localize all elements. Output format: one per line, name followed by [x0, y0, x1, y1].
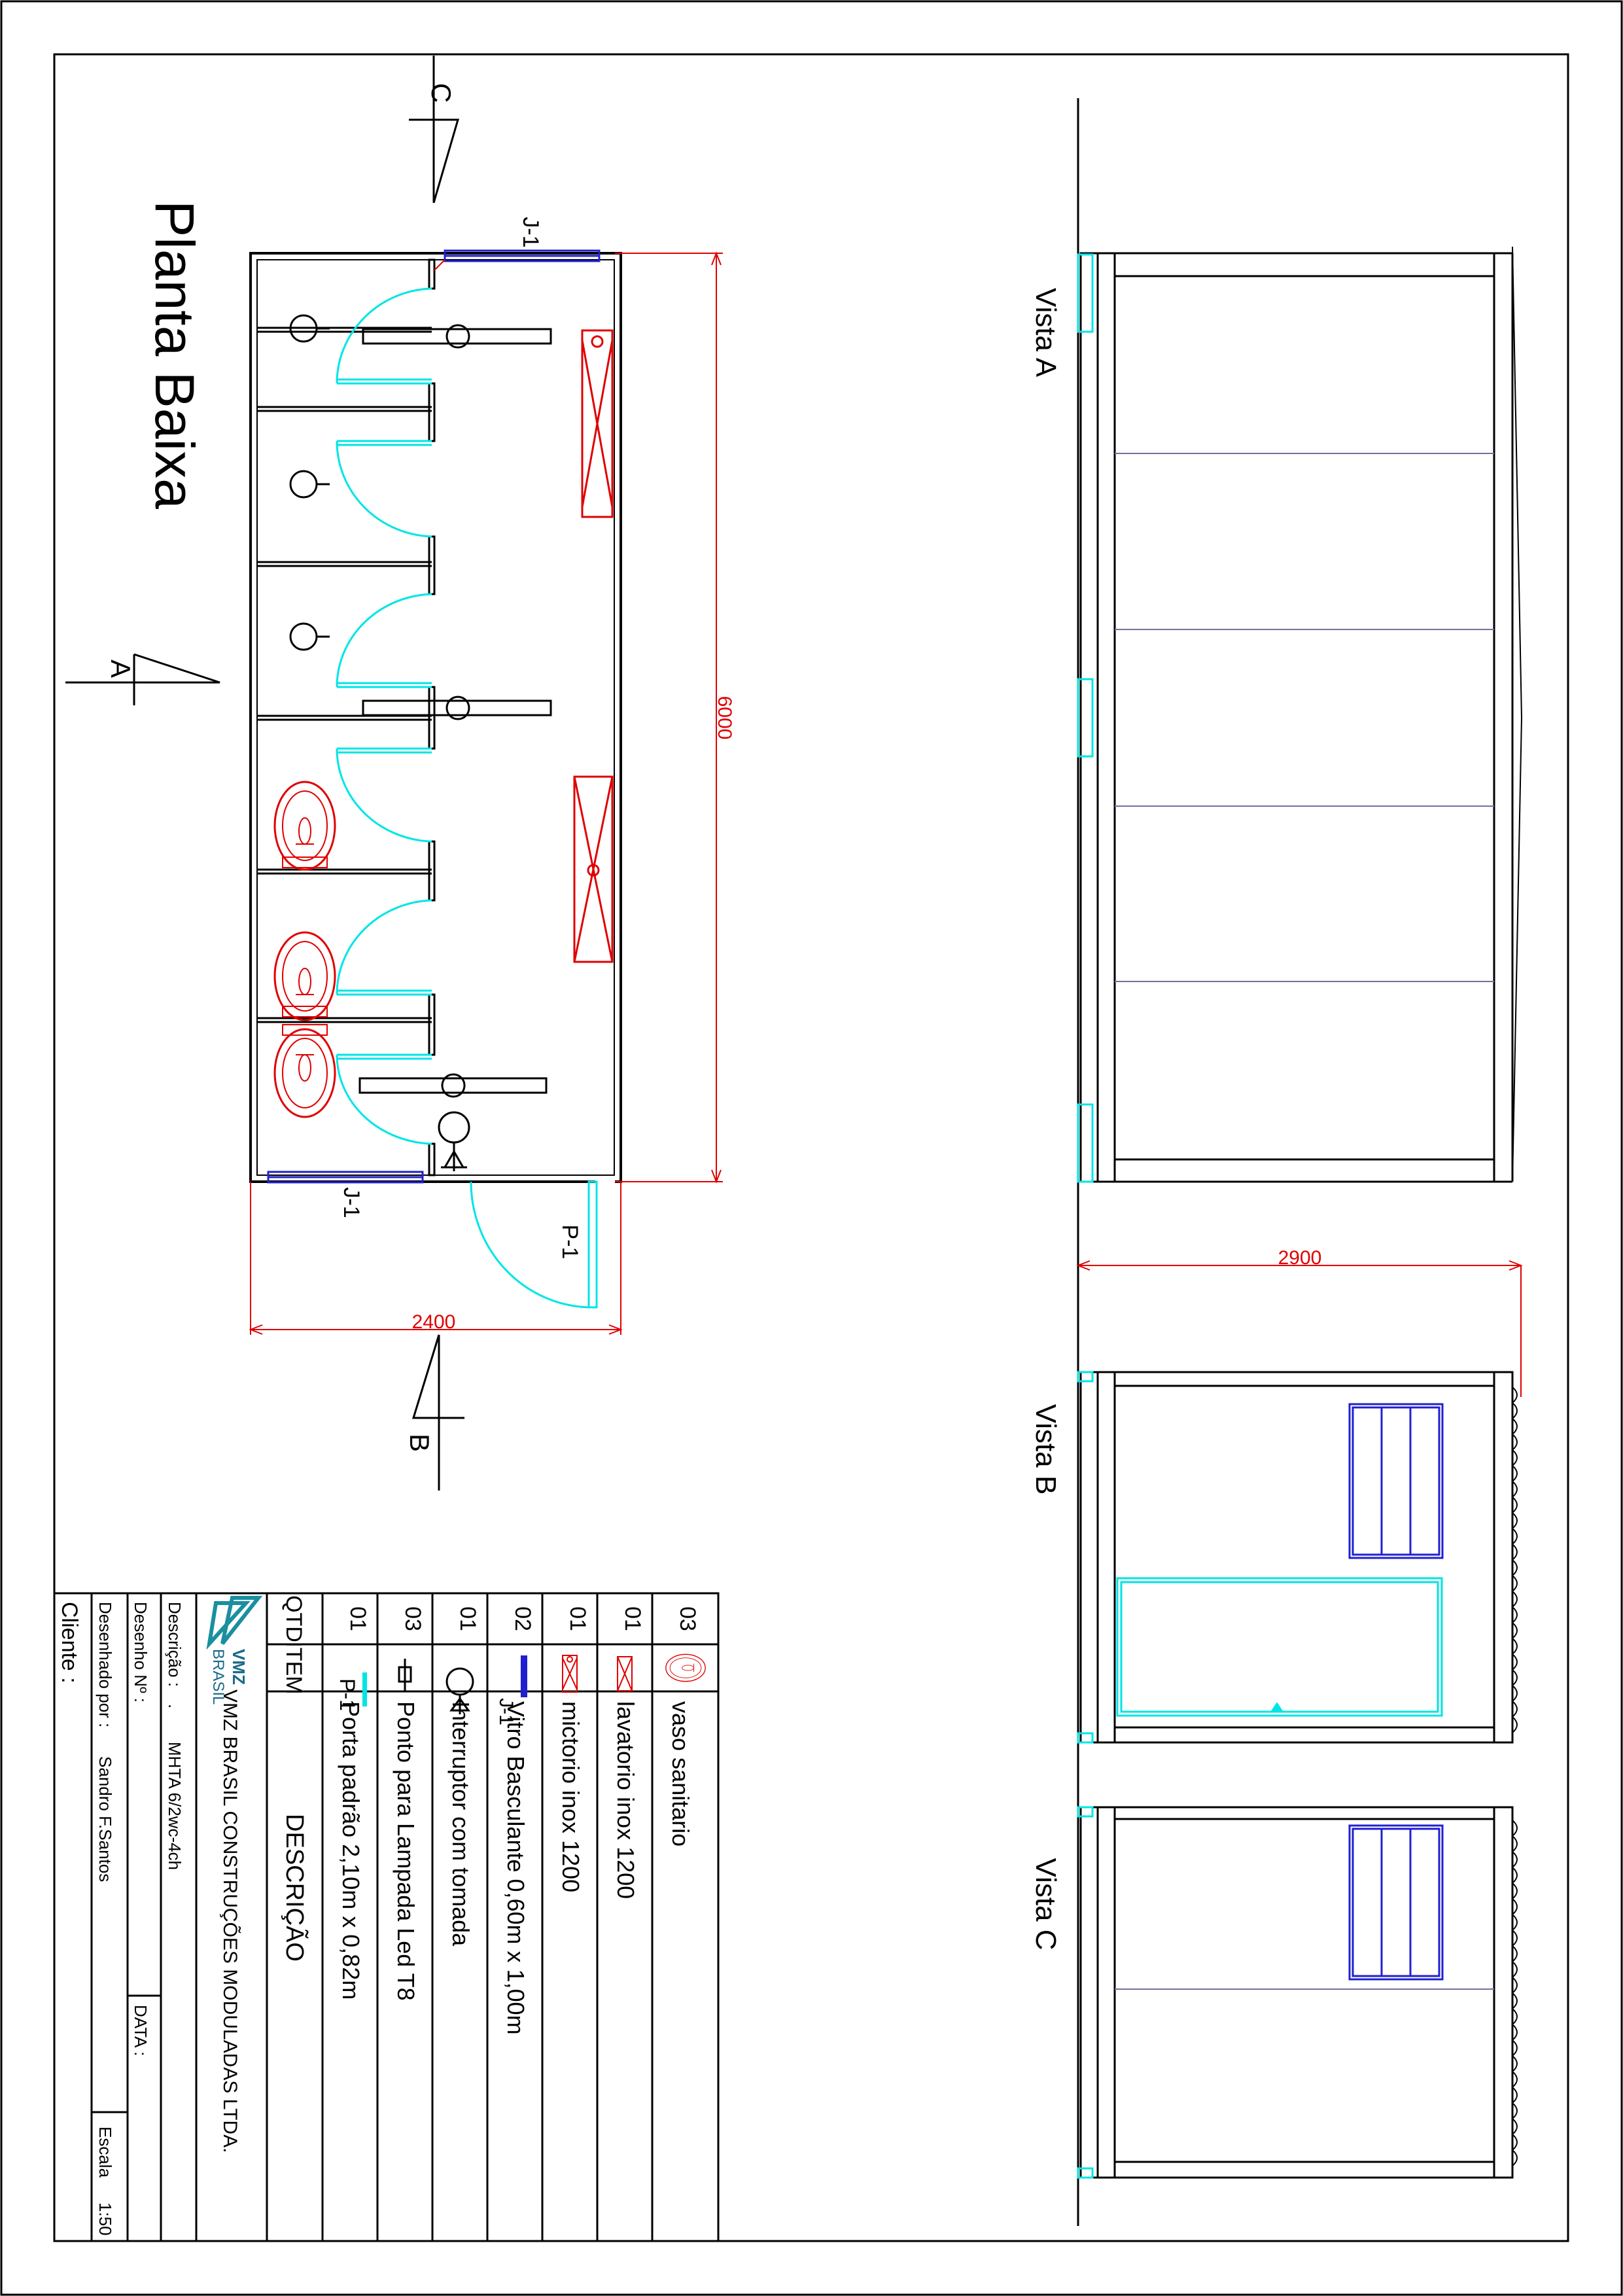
corrugation-edge	[1512, 1820, 1518, 2166]
partitions	[257, 258, 436, 1176]
legend-row-qtd: 02	[510, 1606, 535, 1631]
legend-row-descricao: lavatorio inox 1200	[612, 1701, 639, 1899]
dimension-6000	[615, 251, 723, 1184]
p1-label: P-1	[557, 1225, 582, 1260]
window-j1-top	[444, 249, 601, 262]
legend-item-p1: P-1	[336, 1678, 359, 1711]
company-name: VMZ BRASIL CONSTRUÇÕES MODULADAS LTDA.	[219, 1689, 241, 2153]
title-block	[90, 1593, 198, 2241]
elevation-c-window	[1348, 1824, 1444, 1981]
elevation-c	[1079, 1806, 1514, 2179]
washbasin-icon	[617, 1656, 633, 1691]
window-j1-bottom	[267, 1171, 424, 1184]
legend-row-qtd: 01	[565, 1606, 590, 1631]
plan-outer-wall	[249, 252, 622, 1183]
data-label: DATA :	[131, 2005, 150, 2057]
urinal-icon	[562, 1655, 578, 1693]
dim-2900-label: 2900	[1278, 1247, 1322, 1269]
escala-label: Escala	[96, 2127, 115, 2178]
legend-header-descricao: DESCRIÇÃO	[281, 1814, 309, 1962]
escala-value: 1:50	[96, 2202, 115, 2236]
section-marker-c	[409, 56, 459, 203]
legend-header-item: ITEM	[281, 1641, 306, 1694]
washbasin	[573, 775, 614, 963]
company-logo	[206, 1596, 263, 1650]
elevation-b-corrugation	[1512, 1386, 1518, 1733]
vista-b-label: Vista B	[1030, 1404, 1062, 1495]
vista-a-label: Vista A	[1030, 288, 1062, 378]
elevation-b-door	[1116, 1577, 1443, 1717]
j1-bottom-label: J-1	[339, 1187, 364, 1218]
legend-row-qtd: 03	[400, 1606, 425, 1631]
elevation-b	[1079, 1371, 1514, 1744]
door-icon	[362, 1672, 367, 1706]
window-icon	[521, 1655, 527, 1697]
elevation-b-window	[1348, 1403, 1444, 1559]
desenhado-value: Sandro F.Santos	[96, 1756, 115, 1882]
section-c-label: C	[426, 83, 457, 103]
legend-item-j1: J-1	[495, 1698, 517, 1725]
descricao-dot: .	[165, 1704, 184, 1708]
descricao-label: Descrição :	[165, 1602, 184, 1687]
legend-row-qtd: 01	[620, 1606, 645, 1631]
logo-subtext: BRASIL	[209, 1649, 227, 1704]
vista-c-label: Vista C	[1030, 1858, 1062, 1950]
ceiling-lamps	[358, 324, 552, 1098]
section-a-label: A	[105, 660, 136, 678]
legend-row-qtd: 01	[345, 1606, 370, 1631]
lamp-point-icon	[398, 1659, 412, 1691]
stall-doors	[336, 287, 432, 1145]
j1-top-label: J-1	[518, 217, 543, 247]
legend-row-qtd: 01	[455, 1606, 480, 1631]
elevation-a-panels	[1115, 453, 1494, 982]
plan-title: Planta Baixa	[144, 200, 205, 509]
toilets	[273, 781, 336, 1118]
legend-row-descricao: Vitro Basculante 0,60m x 1,00m	[502, 1701, 529, 2035]
dimension-2400	[249, 1182, 623, 1335]
toilet-icon	[665, 1653, 706, 1682]
elevation-c-corrugation	[1512, 1820, 1518, 2166]
elevation-a	[1079, 246, 1523, 1183]
dimension-2900	[1076, 1260, 1523, 1397]
urinal	[581, 329, 614, 518]
cliente-label: Cliente :	[57, 1602, 82, 1684]
wall-fixtures	[289, 314, 331, 651]
legend-row-descricao: Ponto para Lampada Led T8	[393, 1701, 419, 2001]
corrugation-edge	[1512, 1386, 1518, 1733]
entrance-door	[470, 1180, 598, 1309]
section-b-label: B	[404, 1434, 435, 1452]
dim-2400-label: 2400	[412, 1311, 456, 1333]
legend-row-descricao: Interruptor com tomada	[447, 1701, 474, 1947]
desenhado-label: Desenhado por :	[96, 1602, 115, 1727]
elevation-c-ticks	[1077, 1806, 1094, 2179]
logo-text: VMZ	[229, 1649, 249, 1685]
legend-row-descricao: mictorio inox 1200	[557, 1701, 584, 1892]
legend-row-qtd: 03	[675, 1606, 700, 1631]
dim-6000-label: 6000	[714, 696, 735, 740]
plan-inner-wall	[256, 259, 615, 1176]
switch-socket-icon	[445, 1667, 474, 1714]
section-marker-a	[65, 653, 220, 705]
elevation-a-windows	[1077, 253, 1094, 1183]
section-marker-b	[411, 1334, 464, 1491]
desenho-label: Desenho Nº :	[131, 1602, 150, 1703]
elevation-b-ticks	[1077, 1371, 1094, 1744]
descricao-value: MHTA 6/2wc-4ch	[165, 1742, 184, 1870]
inner-frame	[53, 53, 1569, 2242]
floor-plan: 6000 2400 Planta Baixa J-1 J-1 P-1 C A	[65, 56, 735, 1491]
legend-table	[53, 1592, 720, 2242]
legend-row-descricao: vaso sanitario	[667, 1701, 694, 1846]
switch-socket	[438, 1111, 470, 1171]
legend-row-descricao: Porta padrão 2,10m x 0,82m	[338, 1701, 364, 2000]
legend-header-qtd: QTD	[281, 1595, 306, 1642]
